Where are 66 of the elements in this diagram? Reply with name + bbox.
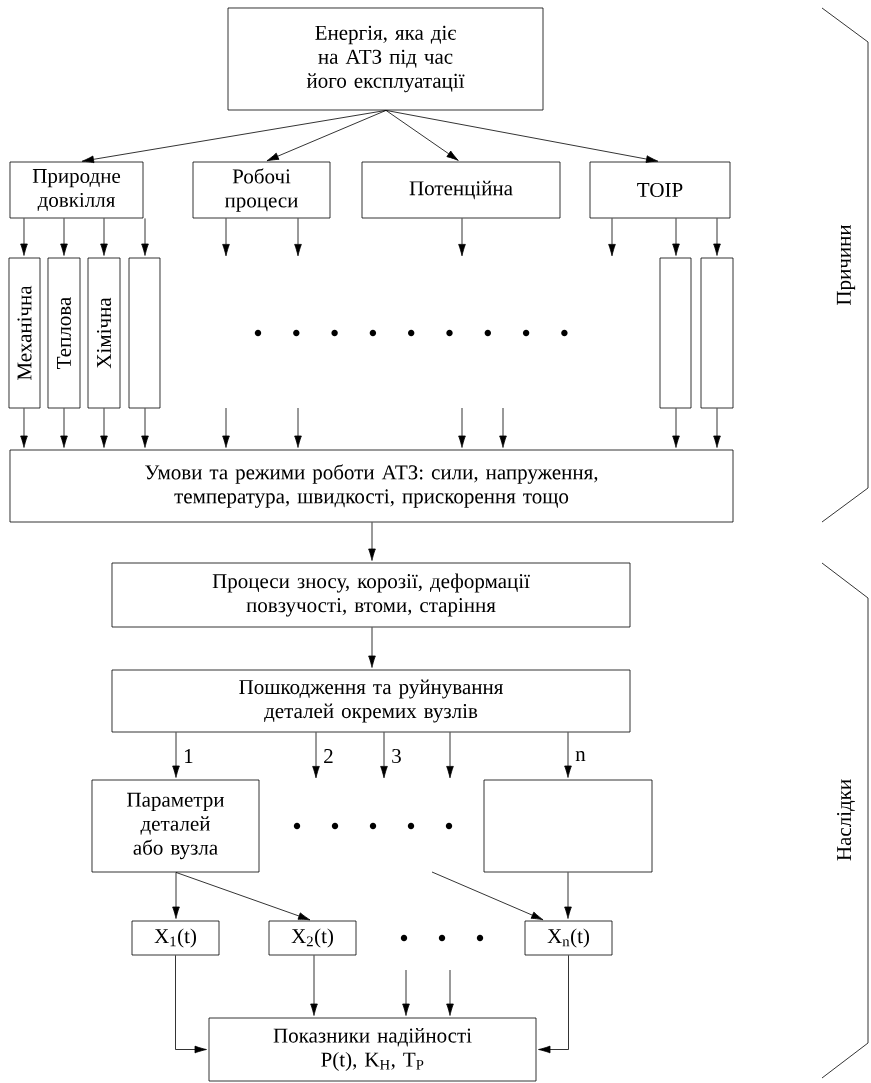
process-box: Енергія, яка діє на АТЗ під час його експлуатації — [227, 7, 544, 111]
edge-label: 2 — [324, 749, 333, 763]
arrow — [368, 522, 376, 561]
arrow — [20, 408, 28, 448]
arrow — [564, 732, 572, 778]
arrow — [310, 955, 318, 1016]
arrow — [60, 408, 68, 448]
empty-box — [659, 257, 692, 409]
arrow — [141, 408, 149, 448]
edge-label: 1 — [185, 749, 193, 763]
arrow — [172, 872, 180, 919]
arrow — [100, 218, 108, 256]
process-box: X$_{n}$(t) — [524, 920, 613, 956]
arrow — [499, 407, 507, 448]
arrow — [385, 110, 459, 161]
process-box: X$_{1}$(t) — [131, 920, 220, 956]
arrow — [672, 408, 680, 448]
process-box: Пошкодження та руйнування деталей окремих вузлів — [111, 669, 631, 733]
arrow — [380, 732, 388, 779]
process-box: Показники надійності P(t), K$_{H}$, T$_{P}$ — [208, 1017, 537, 1082]
arrow — [713, 218, 721, 256]
arrow — [608, 218, 616, 257]
arrow — [672, 218, 680, 256]
arrow — [538, 955, 569, 1054]
side-label: Наслідки — [837, 779, 855, 861]
arrow — [446, 732, 454, 779]
side-label: Причини — [836, 224, 856, 305]
edge-label: n — [575, 751, 586, 761]
arrow — [458, 218, 466, 257]
arrow — [222, 218, 230, 257]
arrow — [446, 969, 454, 1016]
vertical-box: Хімічна — [87, 257, 121, 409]
process-box: Параметри деталей або вузла — [91, 779, 260, 873]
arrow — [294, 218, 302, 257]
vertical-box: Механічна — [8, 257, 41, 409]
vertical-box: Теплова — [47, 257, 81, 409]
arrow — [713, 408, 721, 448]
arrow — [312, 732, 320, 779]
process-box: Природне довкілля — [9, 161, 144, 219]
process-box: ТОІР — [589, 161, 731, 219]
arrow — [431, 871, 544, 921]
arrow — [266, 110, 387, 162]
arrow — [81, 110, 387, 164]
arrow — [385, 110, 659, 163]
arrow — [222, 407, 230, 448]
arrow — [100, 408, 108, 448]
process-box: Умови та режими роботи АТЗ: сили, напруження, температура, швидкості, прискорення тощо — [9, 449, 734, 523]
edge-label: 3 — [392, 748, 401, 764]
arrow — [172, 732, 180, 778]
arrow — [20, 218, 28, 256]
arrow — [60, 218, 68, 256]
process-box: Процеси зносу, корозії, деформації повзучості, втоми, старіння — [111, 562, 631, 628]
arrow — [175, 872, 311, 921]
empty-box — [700, 257, 734, 409]
empty-box — [128, 257, 161, 409]
arrow — [368, 627, 376, 668]
arrow — [175, 955, 207, 1054]
arrow — [458, 407, 466, 448]
process-box: Потенційна — [361, 161, 561, 219]
arrow — [141, 218, 149, 256]
empty-box — [483, 779, 653, 873]
arrow — [564, 872, 572, 919]
process-box: X$_{2}$(t) — [268, 920, 357, 956]
arrow — [294, 407, 302, 448]
arrow — [402, 969, 410, 1016]
process-box: Робочі процеси — [192, 161, 331, 219]
